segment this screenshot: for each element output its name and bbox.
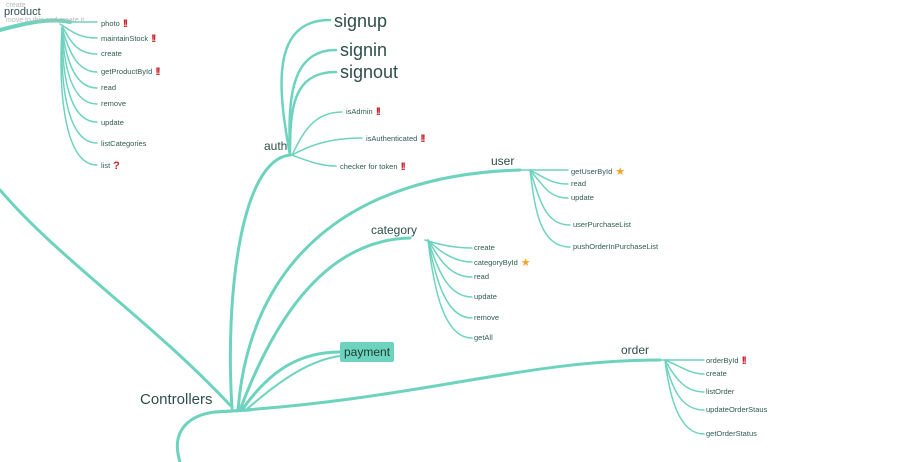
category-item-create[interactable]: create [474, 243, 495, 252]
double-exclamation-icon: !! [400, 161, 407, 173]
order-branch-edges [213, 358, 705, 435]
order-item-updateorderstaus[interactable]: updateOrderStaus [706, 405, 768, 414]
auth-item-isadmin[interactable]: isAdmin!! [346, 106, 382, 118]
product-item-listcategories[interactable]: listCategories [101, 139, 147, 148]
payment-branch-edges [240, 350, 342, 412]
root-node-controllers[interactable]: Controllers [140, 391, 213, 408]
order-item-listorder[interactable]: listOrder [706, 387, 735, 396]
category-item-update[interactable]: update [474, 292, 497, 301]
double-exclamation-icon: !! [741, 355, 748, 367]
order-item-orderbyid[interactable]: orderById!! [706, 355, 748, 367]
user-item-userpurchaselist[interactable]: userPurchaseList [573, 220, 631, 229]
product-branch-edges [0, 18, 232, 407]
order-node[interactable]: order [621, 343, 650, 357]
double-exclamation-icon: !! [122, 18, 129, 30]
auth-branch-edges [228, 18, 363, 410]
auth-item-isauthenticated[interactable]: isAuthenticated!! [366, 133, 426, 145]
category-item-categorybyid[interactable]: categoryById★ [474, 257, 531, 269]
user-item-getuserbyid[interactable]: getUserById★ [571, 166, 626, 178]
star-icon: ★ [520, 257, 531, 269]
faint-note: create [6, 2, 26, 9]
product-item-create[interactable]: create [101, 49, 122, 58]
faint-note-2: move to this and create it [6, 17, 85, 24]
user-item-read[interactable]: read [571, 179, 587, 188]
auth-item-checker-for-token[interactable]: checker for token!! [340, 161, 407, 173]
order-item-getorderstatus[interactable]: getOrderStatus [706, 429, 757, 438]
user-item-update[interactable]: update [571, 193, 594, 202]
auth-item-signup[interactable]: signup [334, 11, 388, 31]
order-item-create[interactable]: create [706, 369, 727, 378]
auth-item-signin[interactable]: signin [340, 40, 388, 60]
category-branch-edges [238, 236, 473, 412]
product-item-maintainstock[interactable]: maintainStock!! [101, 33, 157, 45]
question-mark-icon: ? [113, 160, 120, 172]
product-item-read[interactable]: read [101, 83, 117, 92]
auth-node[interactable]: auth [264, 139, 288, 153]
payment-node[interactable]: payment [340, 342, 395, 362]
product-item-photo[interactable]: photo!! [101, 18, 129, 30]
user-branch-edges [236, 168, 571, 412]
auth-item-signout[interactable]: signout [340, 62, 399, 82]
double-exclamation-icon: !! [375, 106, 382, 118]
star-icon: ★ [615, 166, 626, 178]
double-exclamation-icon: !! [155, 66, 161, 78]
user-node[interactable]: user [491, 154, 515, 168]
product-item-update[interactable]: update [101, 118, 124, 127]
user-item-pushorderinpurchaselist[interactable]: pushOrderInPurchaseList [573, 242, 659, 251]
double-exclamation-icon: !! [420, 133, 426, 145]
double-exclamation-icon: !! [151, 33, 157, 45]
product-item-list[interactable]: list? [101, 160, 120, 172]
root-edges [175, 408, 252, 462]
category-item-read[interactable]: read [474, 272, 490, 281]
category-item-getall[interactable]: getAll [474, 333, 493, 342]
category-item-remove[interactable]: remove [474, 313, 500, 322]
product-title[interactable]: product [4, 6, 41, 18]
product-item-getproductbyid[interactable]: getProductById!! [101, 66, 161, 78]
product-item-remove[interactable]: remove [101, 99, 127, 108]
category-node[interactable]: category [371, 223, 418, 237]
